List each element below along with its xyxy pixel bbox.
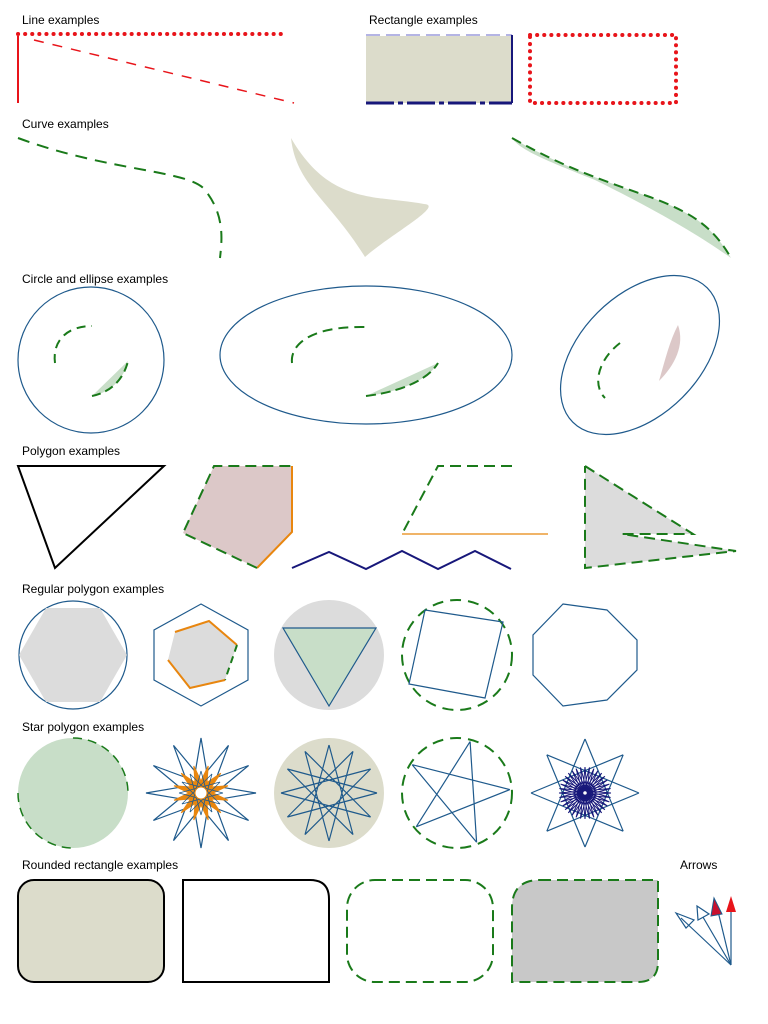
section-title-arrows: Arrows: [680, 858, 717, 872]
filled-circle-dashed-arc: [72, 737, 129, 794]
rounded-rectangle-examples: [17, 879, 659, 983]
gray-rounded-rectangle: [512, 880, 658, 982]
section-title-regular-polygon: Regular polygon examples: [22, 582, 164, 596]
rotated-ellipse: [559, 274, 721, 436]
inscribed-triangle: [281, 627, 378, 708]
ellipse: [219, 285, 513, 425]
rectangle-examples: [366, 33, 678, 105]
zigzag-polyline: [291, 549, 512, 571]
dashed-curve-edge: [511, 137, 732, 259]
rotated-square: [408, 609, 504, 699]
outer-spiky-star: [145, 737, 257, 849]
filled-hexagon: [19, 608, 127, 702]
line-examples: [16, 32, 295, 104]
inner-polygon-orange-bottom: [167, 659, 226, 690]
circle-dashed-arc: [53, 325, 93, 364]
filled-circle-dashed-arc-lower: [17, 792, 74, 849]
section-title-curve: Curve examples: [22, 117, 109, 131]
arrow-2-head: [696, 904, 711, 921]
black-triangle: [16, 465, 167, 570]
dashed-rounded-rectangle: [346, 879, 494, 983]
section-title-star-polygon: Star polygon examples: [22, 720, 144, 734]
arrow-1-head: [674, 911, 696, 929]
filled-circle: [18, 738, 128, 848]
arrow-1-shaft: [680, 917, 732, 966]
section-title-line: Line examples: [22, 13, 99, 27]
star-lines: [280, 744, 378, 842]
filled-curve-shape: [291, 138, 429, 257]
dashed-polyline: [401, 465, 512, 535]
filled-rounded-rectangle: [17, 879, 165, 983]
one-corner-rounded-rectangle: [182, 879, 330, 983]
section-title-circle-ellipse: Circle and ellipse examples: [22, 272, 168, 286]
rotated-ellipse-dashed-arc: [597, 342, 621, 399]
inner-polygon-orange-top: [174, 619, 238, 646]
outline-hexagon: [153, 603, 249, 707]
gray-rounded-rectangle-dashed-border: [511, 879, 659, 983]
pentagram-star: [401, 737, 513, 849]
star-center-circle: [194, 786, 208, 800]
curve-examples: [17, 137, 732, 259]
polygon-examples: [16, 465, 737, 571]
arrow-4-head: [726, 896, 736, 912]
regular-polygon-examples: [18, 599, 638, 711]
pentagram-lines: [411, 741, 511, 843]
section-title-rounded-rectangle: Rounded rectangle examples: [22, 858, 178, 872]
stacked-square-star: [274, 738, 384, 848]
ellipse-filled-chord: [366, 363, 438, 396]
circle-chord-arc: [91, 360, 129, 397]
pentagon-dashed-edge: [181, 465, 292, 569]
dashed-diagonal-line: [33, 39, 295, 104]
star-background-circle: [274, 738, 384, 848]
arrow-3-head: [710, 896, 723, 917]
ellipse-chord-arc: [365, 362, 439, 397]
section-title-rectangle: Rectangle examples: [369, 13, 478, 27]
inner-filled-polygon: [168, 621, 237, 688]
pentagram-dashed-circle: [401, 737, 513, 849]
arrow-polygon-dashed-edge: [584, 465, 737, 570]
dashed-curve: [17, 137, 223, 259]
circle: [17, 286, 165, 434]
circle-filled-chord: [92, 361, 128, 396]
inner-polygon-dashed-side: [224, 644, 238, 681]
dotted-rectangle: [528, 33, 678, 105]
pentagon-orange-edge: [256, 466, 293, 569]
outer-octagram: [530, 738, 640, 848]
twelve-point-star: [145, 737, 257, 849]
radial-burst-star: [530, 738, 640, 848]
circle-ellipse-examples: [17, 274, 721, 436]
ellipse-dashed-arc: [290, 325, 366, 364]
star-polygon-examples: [17, 737, 640, 849]
arrow-examples: [674, 896, 736, 966]
section-title-polygon: Polygon examples: [22, 444, 120, 458]
filled-curve-band: [512, 138, 731, 258]
octagon: [532, 603, 638, 707]
filled-rectangle: [366, 36, 512, 103]
arrow-2-shaft: [699, 911, 732, 966]
filled-pentagon: [183, 466, 292, 568]
rotated-ellipse-filled-segment: [659, 325, 681, 381]
square-dashed-circle: [401, 599, 513, 711]
radial-burst-lines: [558, 766, 612, 820]
filled-arrow-polygon: [585, 466, 736, 568]
